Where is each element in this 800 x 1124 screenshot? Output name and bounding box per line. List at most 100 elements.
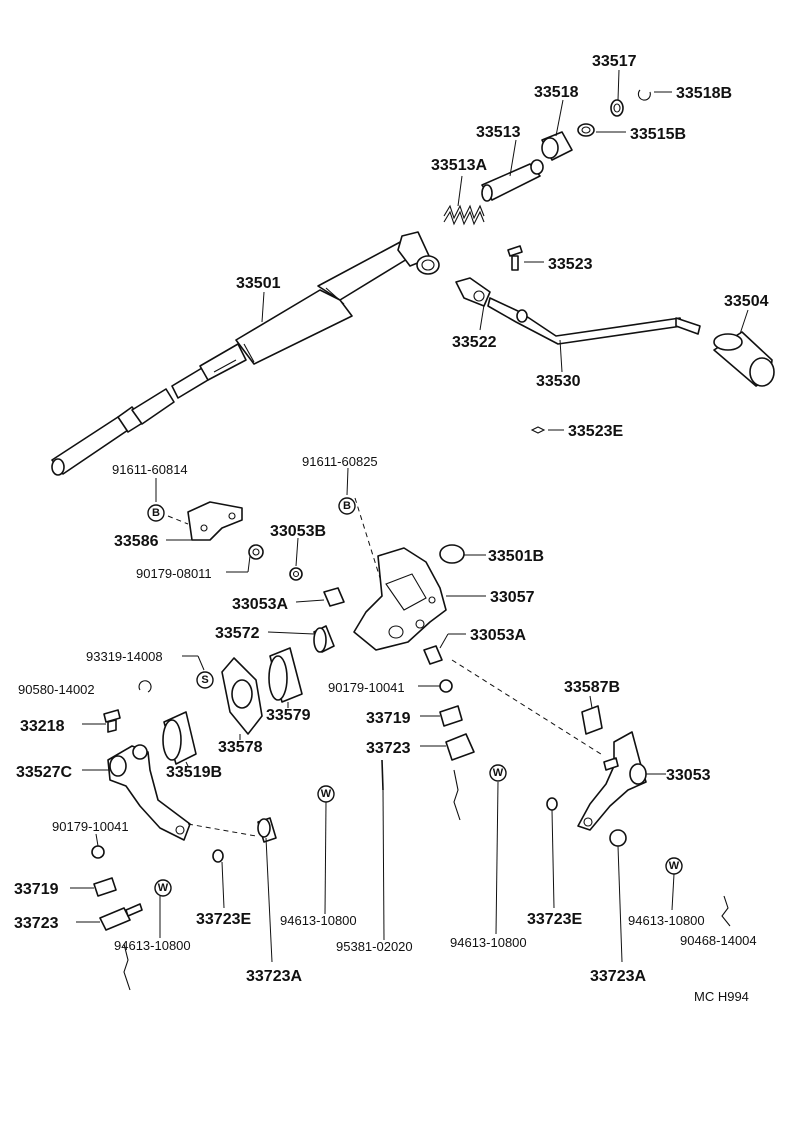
- badge-w-2: W: [317, 785, 335, 803]
- nut-90179-08011: [248, 544, 264, 560]
- svg-text:W: W: [669, 860, 680, 872]
- badge-b-left: B: [147, 504, 165, 522]
- label-33522: 33522: [452, 334, 497, 351]
- part-labels: 33517 33518B 33518 33513 33515B 33513A 3…: [14, 53, 769, 1004]
- label-33504: 33504: [724, 293, 769, 310]
- oring-33501B: [439, 544, 465, 564]
- label-33053A-left: 33053A: [232, 596, 288, 613]
- nut-90179-10041-left: [91, 845, 105, 859]
- bushing-33572: [313, 625, 335, 653]
- joint-33522: [455, 277, 491, 307]
- badge-w-3: W: [489, 764, 507, 782]
- clip-33523E: [530, 426, 546, 434]
- label-33723E-left: 33723E: [196, 911, 251, 928]
- bushing-33723A-right: [609, 829, 627, 847]
- label-33530: 33530: [536, 373, 581, 390]
- label-33053: 33053: [666, 767, 711, 784]
- plate-33578: [221, 657, 263, 735]
- label-33723-mid: 33723: [366, 740, 411, 757]
- clip-33518B: [637, 89, 651, 101]
- bushing-33518: [541, 131, 573, 161]
- bushing-33053A-left: [323, 587, 345, 607]
- label-94613-10800-a: 94613-10800: [114, 938, 191, 953]
- svg-text:B: B: [343, 500, 351, 512]
- boot-33519B: [162, 711, 197, 765]
- washer-33517: [610, 99, 624, 117]
- label-91611-60814: 91611-60814: [112, 462, 188, 477]
- svg-text:W: W: [321, 788, 332, 800]
- label-94613-10800-c: 94613-10800: [450, 935, 527, 950]
- clip-90580-14002: [138, 680, 152, 693]
- label-94613-10800-b: 94613-10800: [280, 913, 357, 928]
- boot-33579: [268, 647, 303, 703]
- housing-33057: [353, 547, 447, 651]
- washer-33723E-left: [212, 849, 224, 863]
- label-33527C: 33527C: [16, 764, 72, 781]
- shift-knob-33504: [713, 331, 775, 387]
- label-33523: 33523: [548, 256, 593, 273]
- label-91611-60825: 91611-60825: [302, 454, 378, 469]
- label-33053A-right: 33053A: [470, 627, 526, 644]
- diagram-code: MC H994: [694, 989, 749, 1004]
- bushing-33723A-left: [257, 817, 277, 843]
- lever-33053: [577, 731, 647, 831]
- clip-90468-14004: [721, 895, 731, 927]
- spring-33513A: [443, 204, 485, 226]
- label-33518B: 33518B: [676, 85, 732, 102]
- retainer-33719-mid: [439, 705, 463, 727]
- label-33579: 33579: [266, 707, 311, 724]
- label-33513A: 33513A: [431, 157, 487, 174]
- label-33519B: 33519B: [166, 764, 222, 781]
- retainer-33587B: [581, 705, 603, 735]
- badge-b-right: B: [338, 497, 356, 515]
- badge-w-4: W: [665, 857, 683, 875]
- label-33719-left: 33719: [14, 881, 59, 898]
- label-33572: 33572: [215, 625, 260, 642]
- label-90179-08011: 90179-08011: [136, 566, 212, 581]
- label-33218: 33218: [20, 718, 65, 735]
- shaft-33513: [481, 159, 544, 202]
- label-90580-14002: 90580-14002: [18, 682, 95, 697]
- bushing-33053A-right: [423, 645, 443, 665]
- lever-33527C: [107, 744, 191, 841]
- label-95381-02020: 95381-02020: [336, 939, 413, 954]
- shift-lever-shaft: [51, 231, 440, 476]
- label-33523E: 33523E: [568, 423, 623, 440]
- label-94613-10800-d: 94613-10800: [628, 913, 705, 928]
- assembly-lines: [167, 497, 605, 837]
- label-90179-10041-left: 90179-10041: [52, 819, 129, 834]
- label-90179-10041-mid: 90179-10041: [328, 680, 405, 695]
- label-33501: 33501: [236, 275, 281, 292]
- label-33517: 33517: [592, 53, 637, 70]
- label-33723E-right: 33723E: [527, 911, 582, 928]
- label-33723A-left: 33723A: [246, 968, 302, 985]
- label-33723-left: 33723: [14, 915, 59, 932]
- label-33586: 33586: [114, 533, 159, 550]
- retainer-33719-left: [93, 877, 117, 897]
- svg-text:W: W: [493, 767, 504, 779]
- label-90468-14004: 90468-14004: [680, 933, 757, 948]
- leader-lines: [70, 69, 749, 963]
- bolt-33218: [103, 709, 121, 733]
- label-33719-mid: 33719: [366, 710, 411, 727]
- label-33518: 33518: [534, 84, 579, 101]
- label-33501B: 33501B: [488, 548, 544, 565]
- pin-95381-02020: [381, 759, 384, 791]
- joint-33723-mid: [445, 733, 475, 821]
- washer-33515B: [577, 123, 595, 137]
- svg-text:S: S: [201, 674, 208, 686]
- label-33587B: 33587B: [564, 679, 620, 696]
- washer-33723E-right: [546, 797, 558, 811]
- label-93319-14008: 93319-14008: [86, 649, 163, 664]
- label-33723A-right: 33723A: [590, 968, 646, 985]
- label-33057: 33057: [490, 589, 535, 606]
- badge-s: S: [196, 671, 214, 689]
- washer-33053B: [289, 567, 303, 581]
- label-33513: 33513: [476, 124, 521, 141]
- bracket-33586: [187, 501, 243, 541]
- label-33515B: 33515B: [630, 126, 686, 143]
- pin-33523: [507, 245, 523, 271]
- svg-text:B: B: [152, 507, 160, 519]
- label-33053B: 33053B: [270, 523, 326, 540]
- joint-33723-left: [99, 903, 143, 991]
